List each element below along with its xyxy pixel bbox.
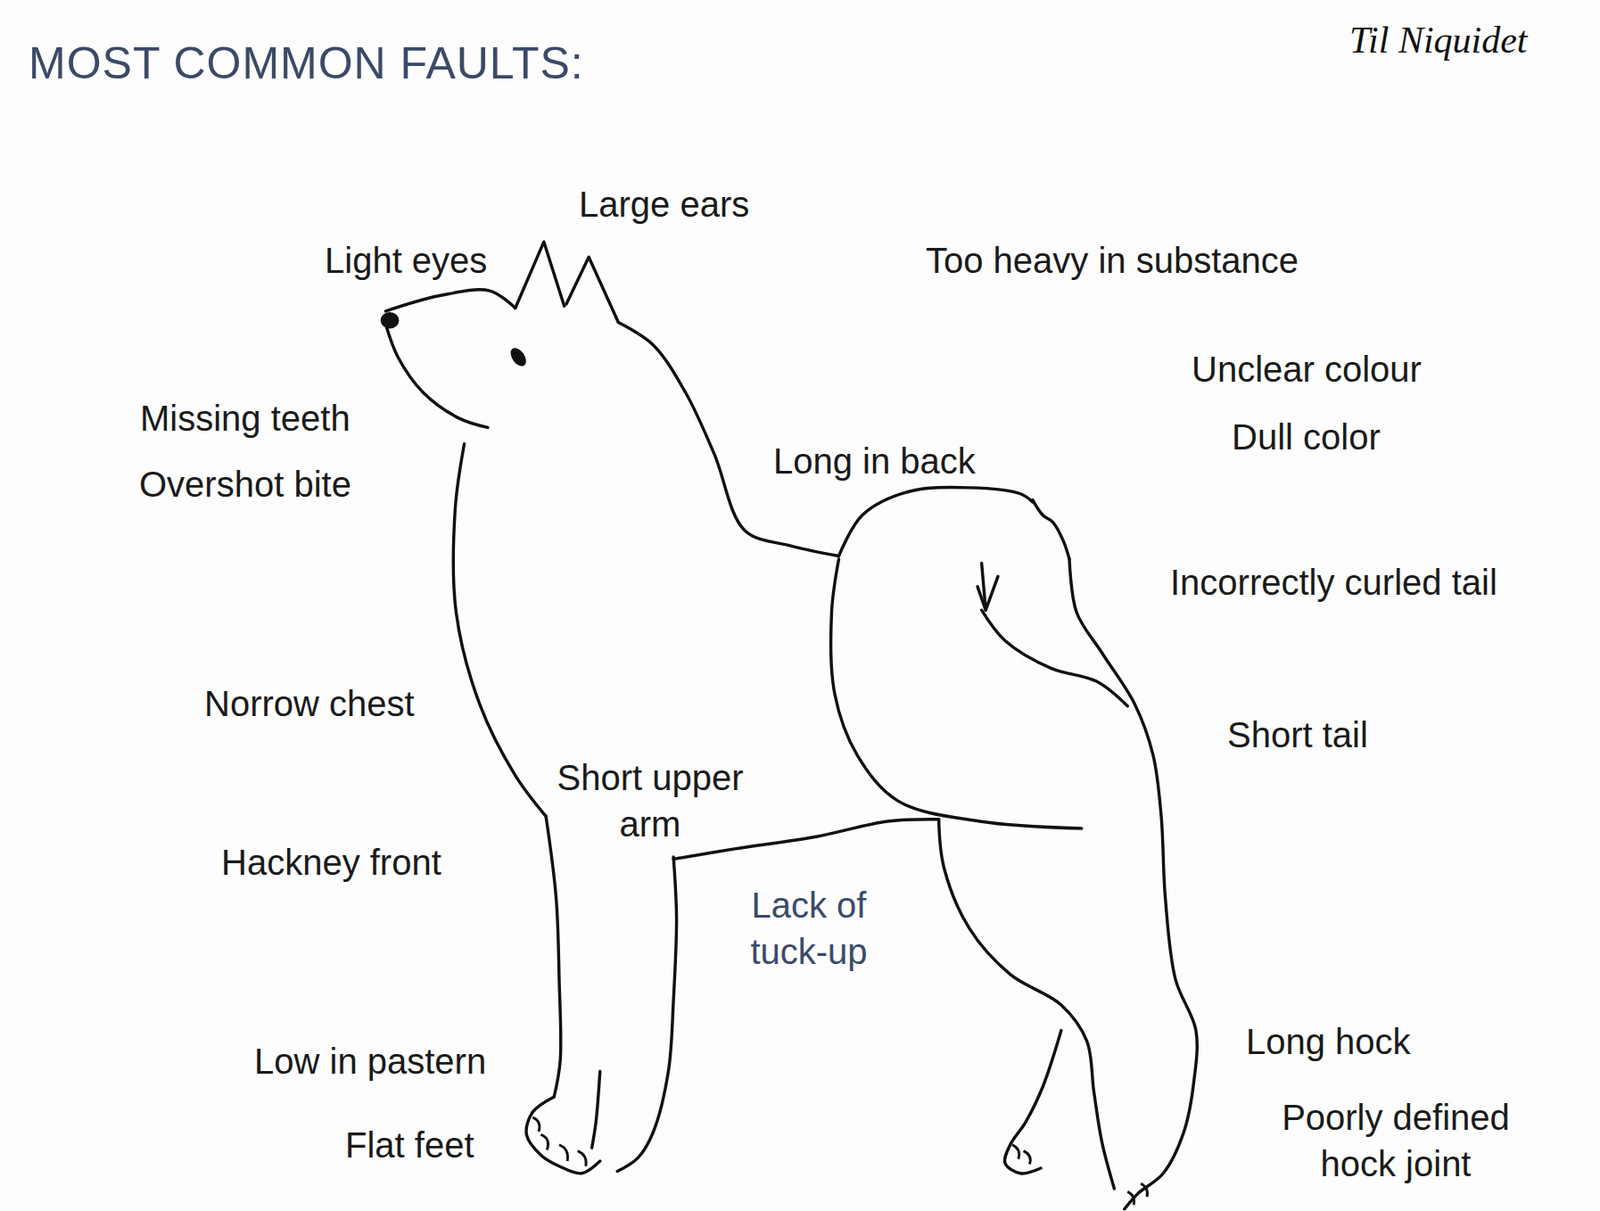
outline-stroke <box>566 256 619 322</box>
fault-label: Short tail <box>1227 711 1369 759</box>
outline-stroke <box>618 322 839 557</box>
outline-stroke <box>1069 559 1197 1210</box>
outline-stroke <box>617 857 677 1172</box>
toe-line <box>1127 1191 1134 1205</box>
fault-label: Long in back <box>773 437 976 485</box>
fault-label: Norrow chest <box>204 680 415 727</box>
toe-line <box>577 1151 587 1167</box>
fault-label: Large ears <box>578 181 750 228</box>
fault-label: Overshot bite <box>139 461 352 508</box>
outline-stroke <box>1004 1030 1061 1174</box>
dog-nose <box>380 312 400 329</box>
outline-stroke <box>453 444 546 817</box>
outline-stroke <box>592 1071 601 1148</box>
toe-line <box>532 1117 540 1132</box>
fault-label: Short upper arm <box>538 754 762 848</box>
toe-line <box>1140 1183 1147 1197</box>
author-signature: Til Niquidet <box>1349 16 1528 66</box>
fault-label: Incorrectly curled tail <box>1170 559 1498 606</box>
outline-stroke <box>515 241 565 308</box>
outline-stroke <box>981 610 1129 707</box>
fault-label: Poorly defined hock joint <box>1253 1094 1539 1188</box>
fault-label: Unclear colour <box>1191 346 1422 393</box>
fault-label: Dull color <box>1231 413 1381 461</box>
dog-outline <box>380 241 1198 1210</box>
outline-stroke <box>1032 500 1070 560</box>
outline-stroke <box>939 819 1115 1189</box>
outline-stroke <box>385 324 487 429</box>
outline-stroke <box>977 586 986 611</box>
dog-eye <box>507 345 529 370</box>
fault-label: Missing teeth <box>140 395 351 442</box>
page-title: MOST COMMON FAULTS: <box>28 37 585 90</box>
toe-line <box>1012 1145 1020 1160</box>
fault-label: Hackney front <box>221 839 442 886</box>
fault-label: Low in pastern <box>254 1038 487 1085</box>
outline-stroke <box>526 1096 601 1174</box>
outline-stroke <box>673 819 939 860</box>
toe-line <box>1023 1151 1031 1165</box>
toe-line <box>559 1145 569 1162</box>
outline-stroke <box>545 816 561 1097</box>
fault-label: Too heavy in substance <box>925 237 1299 284</box>
toe-line <box>540 1134 548 1150</box>
fault-label: Light eyes <box>324 237 487 284</box>
outline-stroke <box>385 289 515 312</box>
fault-label: Lack of tuck-up <box>733 882 885 975</box>
fault-label: Flat feet <box>345 1121 475 1169</box>
outline-stroke <box>838 487 1032 557</box>
fault-label: Long hock <box>1245 1018 1411 1065</box>
outline-stroke <box>831 559 1082 829</box>
